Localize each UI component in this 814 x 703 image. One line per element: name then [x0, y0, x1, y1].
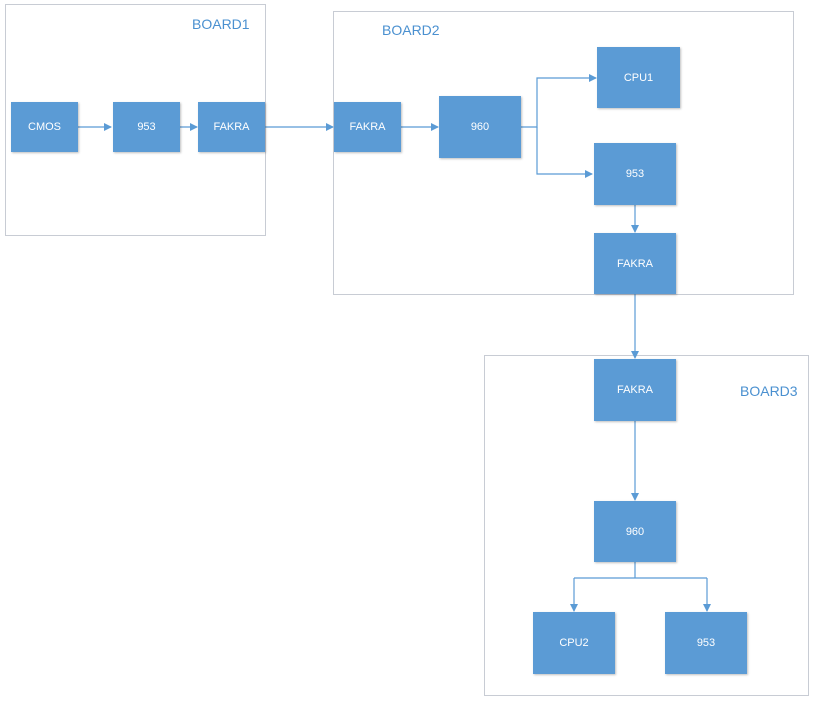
node-fakra-board1[interactable]: FAKRA — [198, 102, 265, 152]
node-cpu2[interactable]: CPU2 — [533, 612, 615, 674]
node-953-board2[interactable]: 953 — [594, 143, 676, 205]
node-cmos[interactable]: CMOS — [11, 102, 78, 152]
node-fakra-in-board2[interactable]: FAKRA — [334, 102, 401, 152]
node-fakra-out-board2[interactable]: FAKRA — [594, 233, 676, 294]
edge-960-branch — [574, 562, 707, 579]
board3-label: BOARD3 — [740, 383, 798, 399]
board2-frame — [333, 11, 794, 295]
node-cpu1[interactable]: CPU1 — [597, 47, 680, 108]
node-fakra-board3[interactable]: FAKRA — [594, 359, 676, 421]
edge-960-cpu1 — [521, 74, 597, 128]
edge-960-953 — [536, 127, 593, 178]
node-953-board3[interactable]: 953 — [665, 612, 747, 674]
board1-label: BOARD1 — [192, 16, 250, 32]
node-953-board1[interactable]: 953 — [113, 102, 180, 152]
board2-label: BOARD2 — [382, 22, 440, 38]
node-960-board2[interactable]: 960 — [439, 96, 521, 158]
node-960-board3[interactable]: 960 — [594, 501, 676, 562]
